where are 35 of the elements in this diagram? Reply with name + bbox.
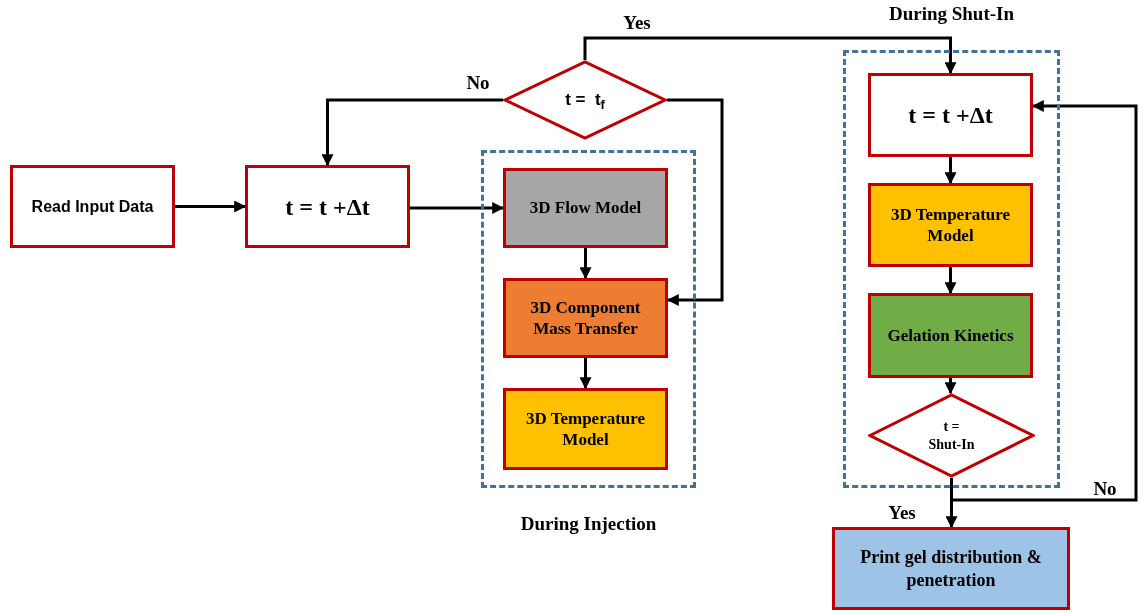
arrow [410,202,505,214]
arrow [944,378,957,395]
arrow [175,200,247,213]
arrow [944,267,957,295]
node-text: 3D Flow Model [529,197,642,219]
model-box [503,168,668,248]
node-text: t = t$_{f}$ [565,89,605,111]
model-box [503,388,668,470]
arrow [321,98,503,167]
output-box [832,527,1070,610]
arrow [579,248,592,280]
node-text: Print gel distribution & penetration [859,546,1043,591]
process-box [245,165,410,248]
node-text: Gelation Kinetics [887,324,1014,347]
node-text: t = Shut-In [927,418,976,453]
model-box [868,293,1033,378]
node-text: 3D Component Mass Transfer [529,296,642,340]
node-text: Read Input Data [31,196,154,217]
arrow [666,98,724,306]
group-heading: During Shut-In [888,2,1015,26]
arrow [950,100,1138,502]
decision-diamond [503,60,667,140]
node-text: t = t +Δt [285,192,370,222]
node-text: t = t +Δt [908,101,993,130]
arrow [583,36,957,75]
process-box [868,73,1033,157]
arrow [579,358,592,390]
arrow [944,157,957,185]
process-box [10,165,175,248]
decision-diamond [868,393,1035,478]
model-box [868,183,1033,267]
group-heading: During Injection [520,511,657,536]
model-box [503,278,668,358]
node-text: 3D Temperature Model [524,407,647,451]
node-text: 3D Temperature Model [889,203,1012,247]
